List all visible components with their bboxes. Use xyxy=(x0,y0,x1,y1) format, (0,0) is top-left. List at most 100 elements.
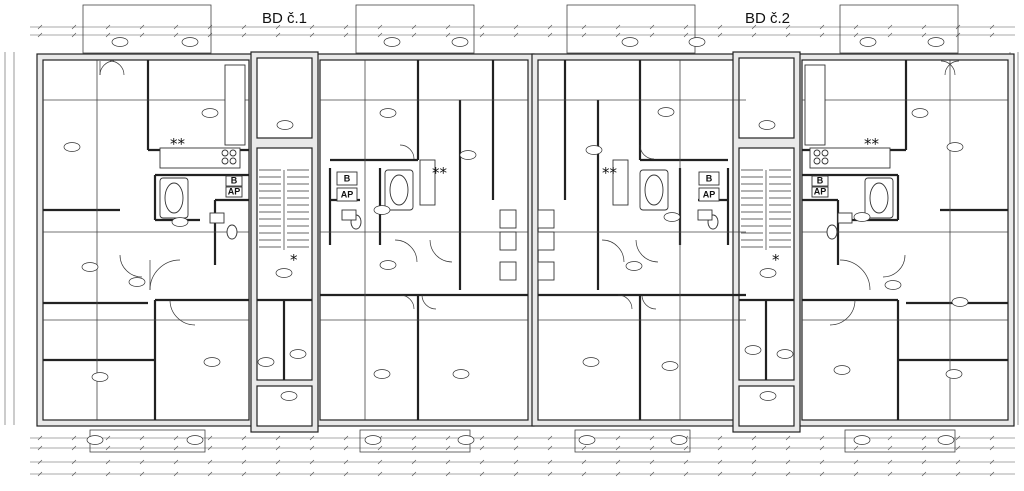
dimension-tick xyxy=(649,24,655,30)
dimension-tick xyxy=(275,471,281,477)
room-tag xyxy=(181,37,199,47)
dimension-tick xyxy=(547,471,553,477)
room-tags xyxy=(63,37,969,445)
room-tag xyxy=(688,37,706,47)
dimension-tick xyxy=(37,32,43,38)
room-tag xyxy=(203,357,221,367)
room-tag xyxy=(927,37,945,47)
dimension-tick xyxy=(615,471,621,477)
dimension-tick xyxy=(989,471,995,477)
dimension-tick xyxy=(37,24,43,30)
dimension-tick xyxy=(173,24,179,30)
room-tag xyxy=(759,268,777,278)
balconies xyxy=(82,4,959,453)
room-tag xyxy=(275,268,293,278)
dimension-tick xyxy=(445,445,451,451)
dimension-tick xyxy=(139,32,145,38)
dimension-tick xyxy=(105,445,111,451)
room-tag xyxy=(625,261,643,271)
dimension-tick xyxy=(411,435,417,441)
dimension-tick xyxy=(71,445,77,451)
dimension-tick xyxy=(955,435,961,441)
dimension-tick xyxy=(751,32,757,38)
dimension-tick xyxy=(275,32,281,38)
dimension-tick xyxy=(921,32,927,38)
dimension-tick xyxy=(309,24,315,30)
room-tag xyxy=(201,108,219,118)
dimension-tick xyxy=(955,459,961,465)
room-tag xyxy=(776,349,794,359)
dimension-tick xyxy=(343,459,349,465)
room-tag xyxy=(63,142,81,152)
room-tag xyxy=(758,120,776,130)
dimension-tick xyxy=(37,459,43,465)
dimension-tick xyxy=(853,32,859,38)
dimension-tick xyxy=(547,24,553,30)
marker-double-star: ** xyxy=(170,135,186,153)
dimension-tick xyxy=(683,471,689,477)
dimension-tick xyxy=(343,435,349,441)
dimension-tick xyxy=(71,435,77,441)
dimension-tick xyxy=(173,459,179,465)
room-tag xyxy=(451,37,469,47)
dimension-tick xyxy=(819,435,825,441)
room-tag xyxy=(937,435,955,445)
room-tag xyxy=(373,369,391,379)
dimension-tick xyxy=(241,32,247,38)
room-tag xyxy=(945,369,963,379)
marker-single-star: * xyxy=(290,251,298,269)
dimension-tick xyxy=(887,435,893,441)
dimension-tick xyxy=(479,24,485,30)
dimension-tick xyxy=(989,445,995,451)
dimension-tick xyxy=(139,459,145,465)
room-tag xyxy=(289,349,307,359)
dimension-tick xyxy=(445,459,451,465)
dimension-tick xyxy=(649,445,655,451)
dimension-tick xyxy=(581,445,587,451)
dimension-tick xyxy=(581,471,587,477)
dimension-tick xyxy=(479,445,485,451)
dimension-tick xyxy=(649,435,655,441)
dimension-tick xyxy=(445,32,451,38)
dimension-tick xyxy=(343,32,349,38)
cabinet-label: AP xyxy=(341,189,354,199)
dimension-tick xyxy=(785,459,791,465)
dimension-tick xyxy=(717,471,723,477)
dimension-tick xyxy=(173,445,179,451)
room-tag xyxy=(379,108,397,118)
dimension-tick xyxy=(105,471,111,477)
room-tag xyxy=(280,391,298,401)
room-tag xyxy=(951,297,969,307)
room-tag xyxy=(744,345,762,355)
room-tag xyxy=(670,435,688,445)
dimension-tick xyxy=(819,459,825,465)
dimension-tick xyxy=(105,435,111,441)
dimension-tick xyxy=(241,435,247,441)
dimension-tick xyxy=(377,459,383,465)
room-tag xyxy=(379,260,397,270)
partition-blocks xyxy=(499,209,555,281)
dimension-tick xyxy=(309,471,315,477)
dimension-tick xyxy=(105,32,111,38)
dimension-tick xyxy=(615,445,621,451)
dimension-tick xyxy=(37,471,43,477)
room-tag xyxy=(383,37,401,47)
dimension-tick xyxy=(343,24,349,30)
room-tag xyxy=(257,357,275,367)
dimension-tick xyxy=(411,24,417,30)
dimension-tick xyxy=(275,435,281,441)
room-tag xyxy=(859,37,877,47)
dimension-tick xyxy=(717,32,723,38)
boiler-label: B xyxy=(231,175,238,185)
dimension-tick xyxy=(309,445,315,451)
dimension-tick xyxy=(683,24,689,30)
marker-double-star: ** xyxy=(432,164,448,182)
dimension-tick xyxy=(513,24,519,30)
dimension-tick xyxy=(445,471,451,477)
dimension-tick xyxy=(785,435,791,441)
dimension-tick xyxy=(785,471,791,477)
dimension-tick xyxy=(955,445,961,451)
dimension-tick xyxy=(411,471,417,477)
service-boxes: B AP B AP B AP B AP xyxy=(225,171,829,202)
